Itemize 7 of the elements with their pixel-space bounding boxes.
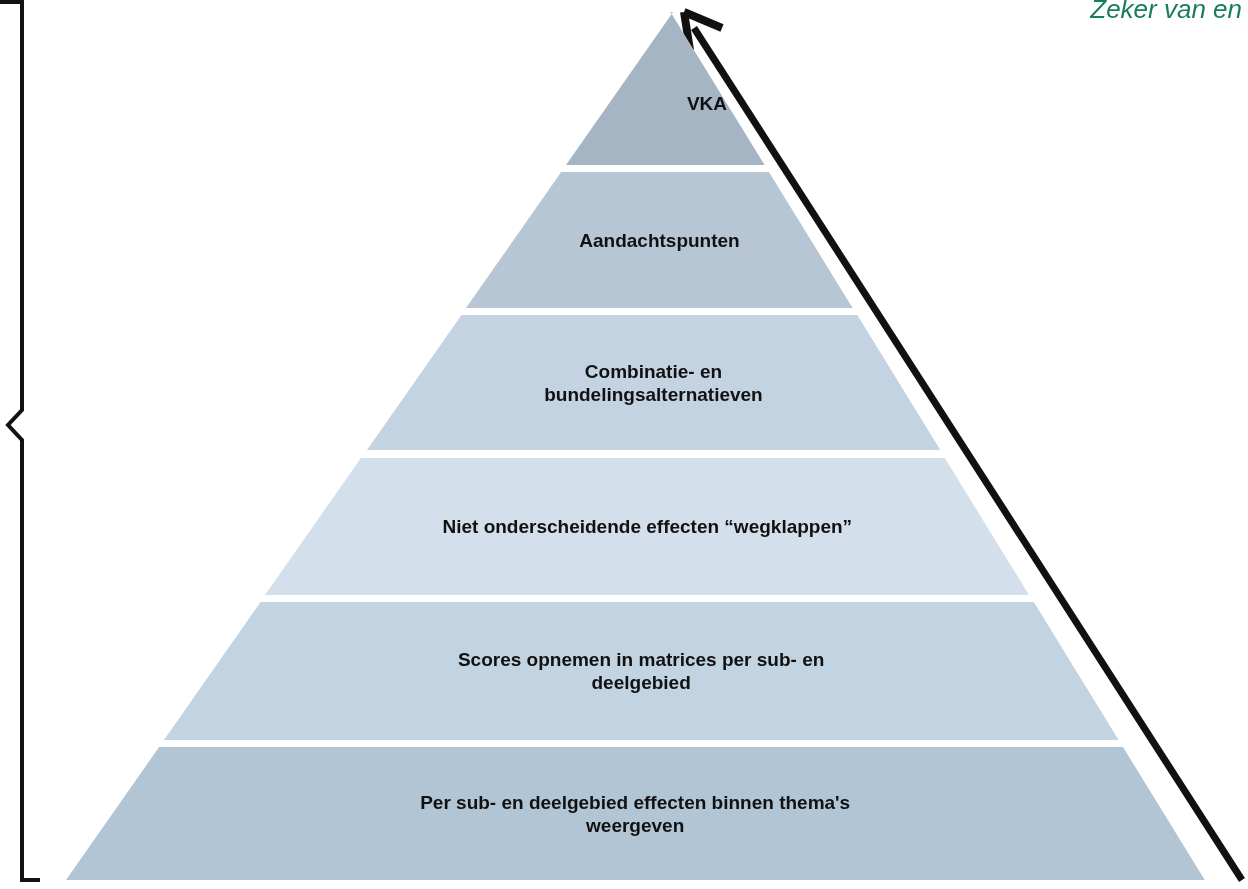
layer-label: Combinatie- en bundelingsalternatieven <box>543 359 764 406</box>
layer-label: Niet onderscheidende effecten “wegklappen” <box>442 515 853 538</box>
layer-label: Per sub- en deelgebied effecten binnen thema's weergeven <box>419 790 852 837</box>
layer-label: Aandachtspunten <box>579 228 740 252</box>
layer-label: Scores opnemen in matrices per sub- en deelgebied <box>456 648 826 694</box>
layer-label: VKA <box>686 92 727 115</box>
note-text: Zeker van en <box>1090 0 1242 25</box>
